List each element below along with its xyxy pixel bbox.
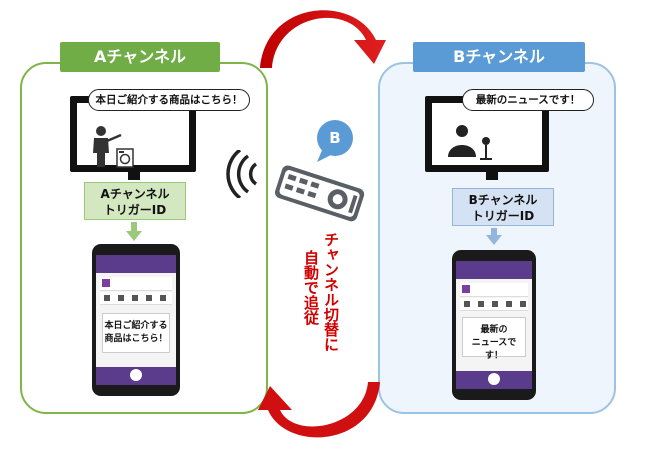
channel-a-tv-screen — [77, 103, 189, 168]
channel-b-tab: Bチャンネル — [413, 42, 585, 72]
channel-a-tv-bubble: 本日ご紹介する商品はこちら！ — [88, 89, 250, 111]
center-text-column1: チャンネル切替に — [322, 232, 340, 352]
wireless-signal-icon — [226, 150, 258, 198]
remote-b-bubble-icon — [317, 120, 353, 162]
channel-b-tv-screen — [432, 103, 542, 165]
channel-a-down-arrow-icon — [126, 222, 142, 241]
channel-b-trigger-line2: トリガーID — [471, 209, 535, 223]
channel-b-down-arrow-icon — [486, 228, 502, 245]
channel-a-phone-icon-row — [100, 292, 172, 305]
center-text-column2: 自動で追従 — [302, 250, 320, 325]
remote-bubble-label: B — [329, 129, 341, 147]
newscaster-icon — [448, 125, 492, 160]
channel-b-trigger-line1: Bチャンネル — [468, 193, 538, 207]
channel-a-trigger-id: Aチャンネル トリガーID — [84, 182, 186, 220]
channel-a-tab: Aチャンネル — [60, 42, 220, 72]
channel-a-phone: 本日ご紹介する 商品はこちら！ — [92, 244, 180, 396]
channel-b-phone-message-line2: ニュースです！ — [471, 338, 517, 361]
channel-a-phone-message-line2: 商品はこちら！ — [104, 334, 168, 344]
channel-b-phone-message: 最新の ニュースです！ — [462, 317, 526, 361]
channel-a-tv-stand — [128, 172, 140, 180]
presenter-icon — [93, 126, 134, 168]
channel-a-trigger-line1: Aチャンネル — [100, 187, 170, 201]
channel-a-phone-message-line1: 本日ご紹介する — [104, 321, 168, 331]
channel-b-phone-app-row — [460, 283, 528, 297]
channel-b-phone-icon-row — [460, 298, 528, 311]
channel-a-phone-app-row — [100, 277, 172, 291]
top-red-curved-arrow-icon — [260, 10, 386, 68]
channel-b-trigger-id: Bチャンネル トリガーID — [452, 188, 554, 226]
channel-b-phone: 最新の ニュースです！ — [452, 250, 536, 400]
tv-remote-icon — [274, 165, 365, 222]
bottom-red-curved-arrow-icon — [258, 382, 380, 438]
channel-b-tv-stand — [486, 172, 498, 180]
channel-a-phone-message: 本日ご紹介する 商品はこちら！ — [102, 313, 170, 353]
channel-a-trigger-line2: トリガーID — [103, 203, 167, 217]
channel-b-phone-message-line1: 最新の — [480, 325, 508, 335]
channel-b-tv-bubble: 最新のニュースです！ — [462, 89, 594, 111]
